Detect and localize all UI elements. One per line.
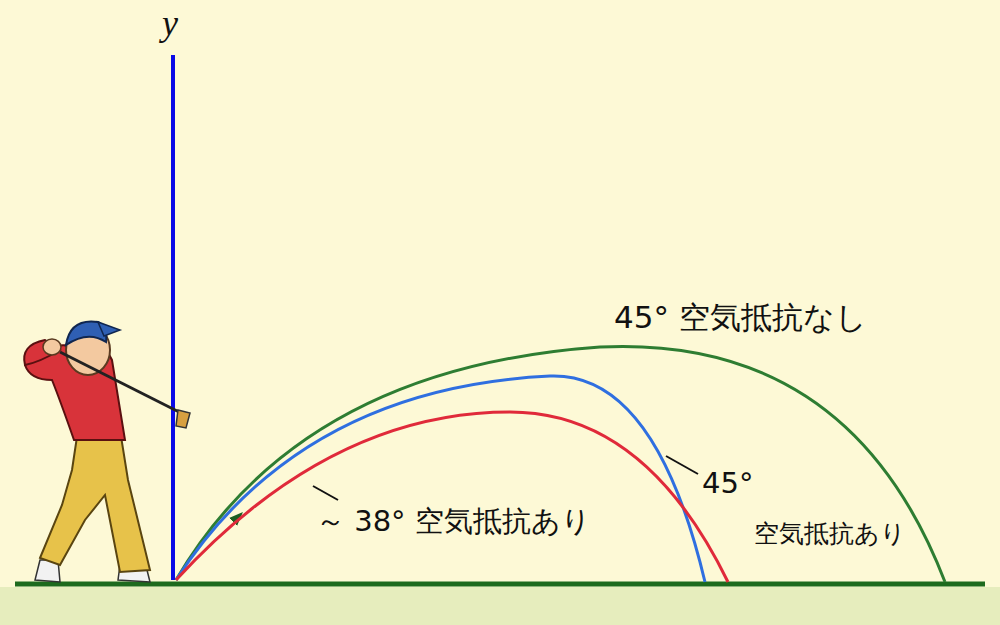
trajectory-45-drag [176,376,705,582]
curve-label: 45° 空気抵抗なし [612,300,869,334]
y-axis [171,55,175,580]
axis-label: y [160,4,180,44]
curve-label: 空気抵抗あり [752,520,908,548]
golfer [24,321,190,582]
ground-band [0,587,1000,625]
leader-line [666,456,698,474]
leader-line [313,486,338,500]
curve-label: ～ 38° 空気抵抗あり [314,506,593,538]
angle-label: 45° [700,468,755,500]
trajectory-38-drag [176,412,728,582]
trajectory-no-drag [176,346,945,582]
ground-line [15,582,985,587]
